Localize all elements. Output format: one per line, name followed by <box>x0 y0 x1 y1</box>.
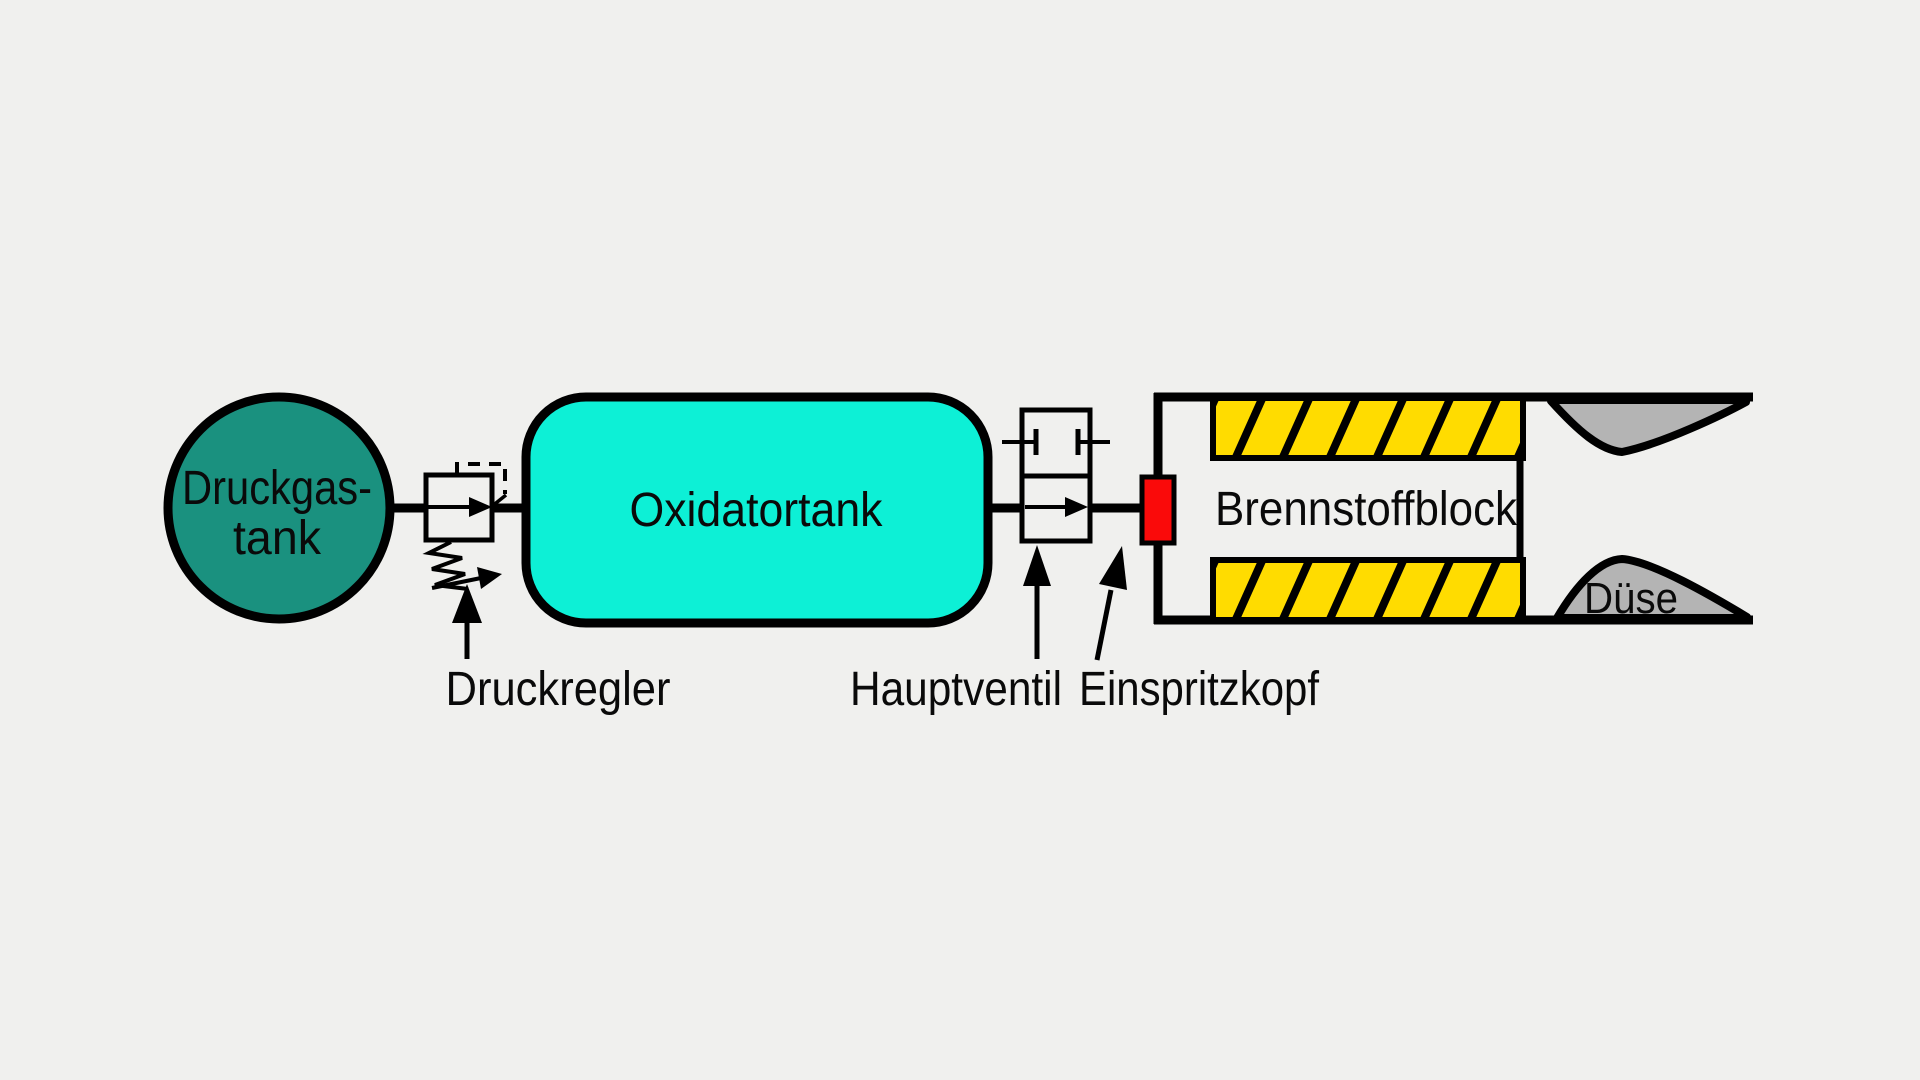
regulator-adjust-arrowhead <box>477 567 502 589</box>
callout-hauptventil: Hauptventil <box>850 545 1062 716</box>
nozzle: Düse <box>1547 396 1751 623</box>
regulator-spring <box>422 540 469 591</box>
main-valve-symbol <box>1002 407 1110 544</box>
pressure-gas-tank-circle <box>163 392 395 624</box>
main-valve-flow-arrowhead <box>1065 497 1088 517</box>
injector-red-block <box>1139 474 1177 546</box>
pressure-regulator-symbol <box>422 462 508 591</box>
regulator-pilot-dashed-line <box>455 462 507 494</box>
oxidizer-tank-label: Oxidatortank <box>630 484 884 537</box>
einspritzkopf-pointer-shaft <box>1094 589 1114 661</box>
nozzle-label: Düse <box>1584 574 1678 623</box>
einspritzkopf-label: Einspritzkopf <box>1079 663 1320 716</box>
nozzle-bottom-contour <box>1553 555 1751 622</box>
fuel-block-top-hatching <box>1216 401 1520 455</box>
pressure-gas-tank: Druckgas- tank <box>163 392 395 624</box>
callout-druckregler: Druckregler <box>446 584 671 716</box>
regulator-flow-arrowhead <box>469 497 492 517</box>
fuel-block-bottom-hatching <box>1216 563 1520 617</box>
druckregler-pointer-arrowhead <box>452 584 482 623</box>
fuel-block-label: Brennstoffblock <box>1215 483 1518 536</box>
pressure-gas-tank-label-line1: Druckgas- <box>182 462 372 515</box>
regulator-adjust-arrow-line <box>431 576 482 590</box>
druckregler-label: Druckregler <box>446 663 671 716</box>
callout-einspritzkopf: Einspritzkopf <box>1079 546 1320 716</box>
einspritzkopf-pointer-arrowhead <box>1099 546 1127 590</box>
hauptventil-pointer-arrowhead <box>1023 545 1051 586</box>
nozzle-top-contour <box>1547 396 1750 456</box>
pressure-gas-tank-label-line2: tank <box>233 512 322 565</box>
oxidizer-tank: Oxidatortank <box>521 392 993 628</box>
hauptventil-label: Hauptventil <box>850 663 1062 716</box>
